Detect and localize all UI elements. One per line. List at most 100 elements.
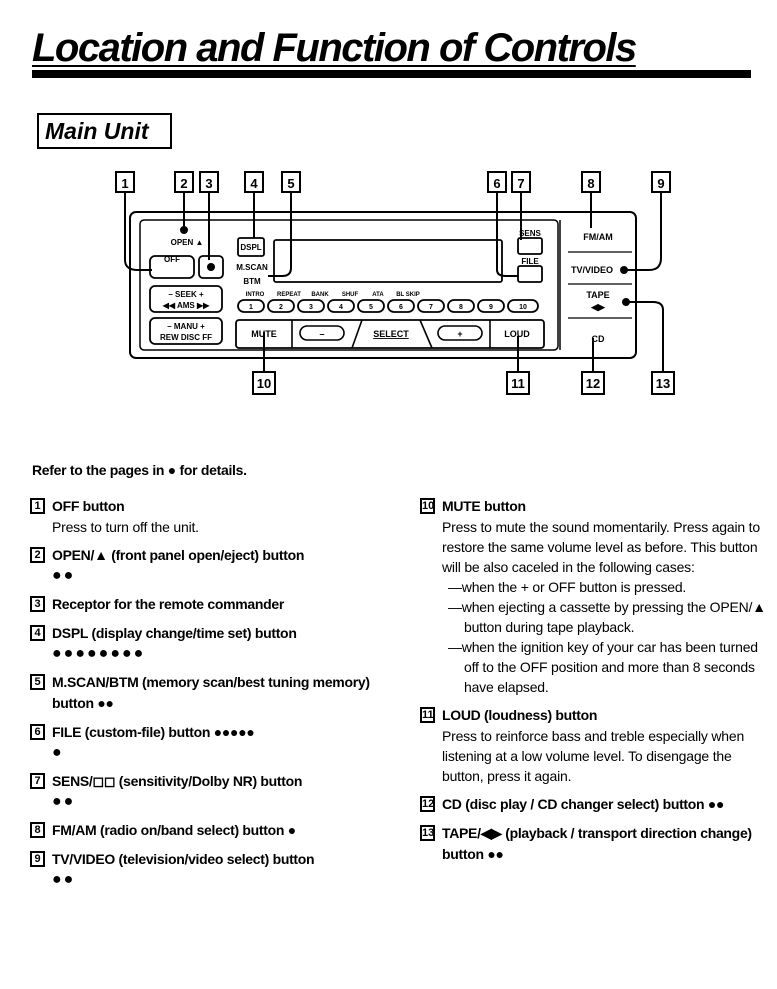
dspl-label: DSPL [240,243,261,252]
preset-buttons [237,299,539,313]
item-8: 8 FM/AM (radio on/band select) button ● [30,820,380,841]
leader-lines [124,192,664,372]
item-number: 2 [30,547,45,563]
item-2: 2 OPEN/▲ (front panel open/eject) button… [30,545,380,586]
item-number: 13 [420,825,435,841]
file-label: FILE [521,257,539,266]
item-bullet: —when ejecting a cassette by pressing th… [448,599,766,635]
item-number: 9 [30,851,45,867]
off-label: OFF [164,255,180,264]
callout-3: 3 [205,176,212,191]
item-5: 5 M.SCAN/BTM (memory scan/best tuning me… [30,672,380,714]
item-12: 12 CD (disc play / CD changer select) bu… [420,794,770,815]
refer-note: Refer to the pages in ● for details. [32,462,247,478]
item-title: DSPL (display change/time set) button [52,625,297,641]
blskip-label: BL SKIP [396,292,420,298]
receptor-shape [198,255,224,279]
item-title: LOUD (loudness) button [442,707,598,723]
preset-6: 6 [399,304,403,311]
minus-button-shape [299,325,345,341]
item-title: FILE (custom-file) button ●●●●● [52,724,255,740]
seek-label: – SEEK + [168,290,204,299]
item-title: TAPE/◀▶ (playback / transport direction … [442,825,752,862]
item-number: 4 [30,625,45,641]
item-13: 13 TAPE/◀▶ (playback / transport directi… [420,823,770,865]
repeat-label: REPEAT [277,292,301,298]
item-bullet: —when the ignition key of your car has b… [448,639,758,695]
item-number: 8 [30,822,45,838]
callout-4: 4 [250,176,258,191]
plus-button-shape [437,325,483,341]
disc-label: REW DISC FF [160,333,212,342]
callout-13: 13 [656,376,670,391]
seek-button-shape [149,285,223,313]
sens-label: SENS [519,229,541,238]
item-pages: ●● [52,567,76,584]
item-4: 4 DSPL (display change/time set) button … [30,623,380,664]
mscan-label: M.SCAN [236,263,268,272]
item-desc: Press to mute the sound momentarily. Pre… [442,519,760,575]
item-desc: Press to reinforce bass and treble espec… [442,728,745,784]
preset-7: 7 [429,304,433,311]
preset-10: 10 [519,304,527,311]
callout-9: 9 [657,176,664,191]
preset-1: 1 [249,304,253,311]
item-pages: ●●●●●●●● [52,645,146,662]
callout-6: 6 [493,176,500,191]
left-column: 1 OFF button Press to turn off the unit.… [30,496,380,898]
item-number: 10 [420,498,435,514]
item-6: 6 FILE (custom-file) button ●●●●● ● [30,722,380,763]
receptor-dot [207,263,215,271]
item-title: OPEN/▲ (front panel open/eject) button [52,547,305,563]
off-button-shape [149,255,195,279]
item-9: 9 TV/VIDEO (television/video select) but… [30,849,380,890]
manu-label: – MANU + [167,322,205,331]
mute-bar [235,319,545,349]
title-rule [32,70,751,78]
item-11: 11 LOUD (loudness) button Press to reinf… [420,705,770,786]
item-desc: Press to turn off the unit. [52,519,199,535]
fmam-label: FM/AM [583,232,613,242]
callout-12: 12 [586,376,600,391]
item-title: OFF button [52,498,125,514]
plus-label: + [457,329,462,339]
select-label: SELECT [373,329,409,339]
dspl-button-shape [237,237,265,257]
tape-label: TAPE [586,290,609,300]
minus-label: – [319,329,324,339]
item-title: Receptor for the remote commander [52,596,285,612]
page-title: Location and Function of Controls [32,26,637,70]
section-heading: Main Unit [37,113,172,149]
preset-5: 5 [369,304,373,311]
preset-2: 2 [279,304,283,311]
preset-4: 4 [339,304,343,311]
ata-label: ATA [372,292,384,298]
item-number: 11 [420,707,435,723]
callout-10: 10 [257,376,271,391]
item-10: 10 MUTE button Press to mute the sound m… [420,496,770,697]
callout-8: 8 [587,176,594,191]
item-title: MUTE button [442,498,526,514]
btm-label: BTM [243,277,261,286]
item-pages: ●● [52,793,76,810]
shuf-label: SHUF [342,292,359,298]
callout-7: 7 [517,176,524,191]
intro-label: INTRO [246,292,265,298]
item-3: 3 Receptor for the remote commander [30,594,380,615]
sens-button-shape [517,237,543,255]
display-window [273,239,503,283]
item-1: 1 OFF button Press to turn off the unit. [30,496,380,537]
preset-3: 3 [309,304,313,311]
item-number: 6 [30,724,45,740]
item-number: 7 [30,773,45,789]
main-unit-diagram: 1 2 3 4 5 6 7 8 9 10 11 12 13 1 2 3 [115,171,675,395]
item-pages: ●● [52,871,76,888]
callout-11: 11 [511,376,525,391]
loud-label: LOUD [504,329,530,339]
unit-outer-frame [129,211,637,359]
right-column: 10 MUTE button Press to mute the sound m… [420,496,770,873]
item-title: M.SCAN/BTM (memory scan/best tuning memo… [52,674,370,711]
item-7: 7 SENS/◻◻ (sensitivity/Dolby NR) button … [30,771,380,812]
bank-label: BANK [311,292,329,298]
item-number: 12 [420,796,435,812]
